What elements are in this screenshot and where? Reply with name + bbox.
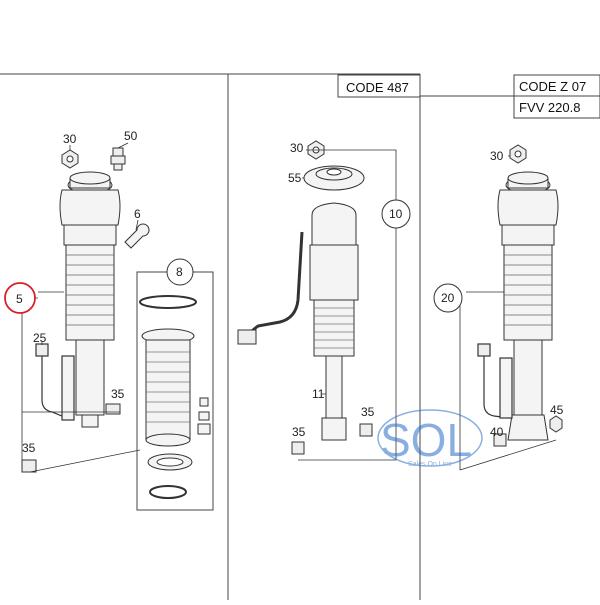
right-air-strut [497,171,559,441]
kit-parts [139,295,211,499]
code-label-middle: CODE 487 [346,80,409,95]
middle-bolt-35b [359,423,373,437]
callout-20: 20 [441,291,455,305]
middle-bolt-35a [291,441,305,455]
callout-40: 40 [490,425,504,439]
middle-bellows-ribs [314,307,354,349]
callout-50: 50 [124,129,138,143]
right-nut-30 [509,144,527,164]
callout-10: 10 [389,207,403,221]
left-nut-30 [61,149,79,169]
callout-35-middle-a: 35 [292,425,306,439]
code-label-right-top: CODE Z 07 [519,79,586,94]
sol-watermark-logo: SOL Sales On Line [377,409,483,468]
callout-45: 45 [550,403,564,417]
callout-30-left: 30 [63,132,77,146]
logo-tagline: Sales On Line [408,461,452,468]
callout-circle-10 [381,199,411,229]
middle-mount-55 [303,165,365,191]
right-leader-lines [459,155,557,471]
code-label-right-bottom: FVV 220.8 [519,100,580,115]
middle-leader-lines [298,149,397,461]
callout-circle-5-highlight [4,282,36,314]
kit-bellows-ribs [146,351,190,423]
callout-30-middle: 30 [290,141,304,155]
left-bolt-35b [21,459,37,473]
right-bellows-ribs [504,254,552,326]
callout-35-middle-b: 35 [361,405,375,419]
callout-circle-20 [433,283,463,313]
callout-5: 5 [16,292,23,306]
left-valve-50 [110,147,126,171]
callout-25: 25 [33,331,47,345]
left-bellows-ribs [66,254,114,326]
callout-35-left-b: 35 [22,441,36,455]
callout-8: 8 [176,265,183,279]
logo-text: SOL [380,414,472,466]
left-sensor-cable-25 [35,343,75,421]
callout-30-right: 30 [490,149,504,163]
left-bolt-35a [105,403,121,415]
left-air-strut [59,171,121,428]
callout-circle-8 [166,258,194,286]
right-bolt-40 [493,433,507,447]
callout-55: 55 [288,171,302,185]
middle-strut [309,202,359,441]
code-box-middle [337,74,421,98]
right-nut-45 [549,415,563,433]
right-sensor-cable [477,343,513,419]
callout-35-left-a: 35 [111,387,125,401]
callout-11: 11 [312,387,325,401]
code-box-right-bottom [513,95,600,119]
middle-connector [237,329,257,345]
callout-6: 6 [134,207,141,221]
middle-air-line [247,231,304,336]
left-wrench-6 [124,223,150,249]
